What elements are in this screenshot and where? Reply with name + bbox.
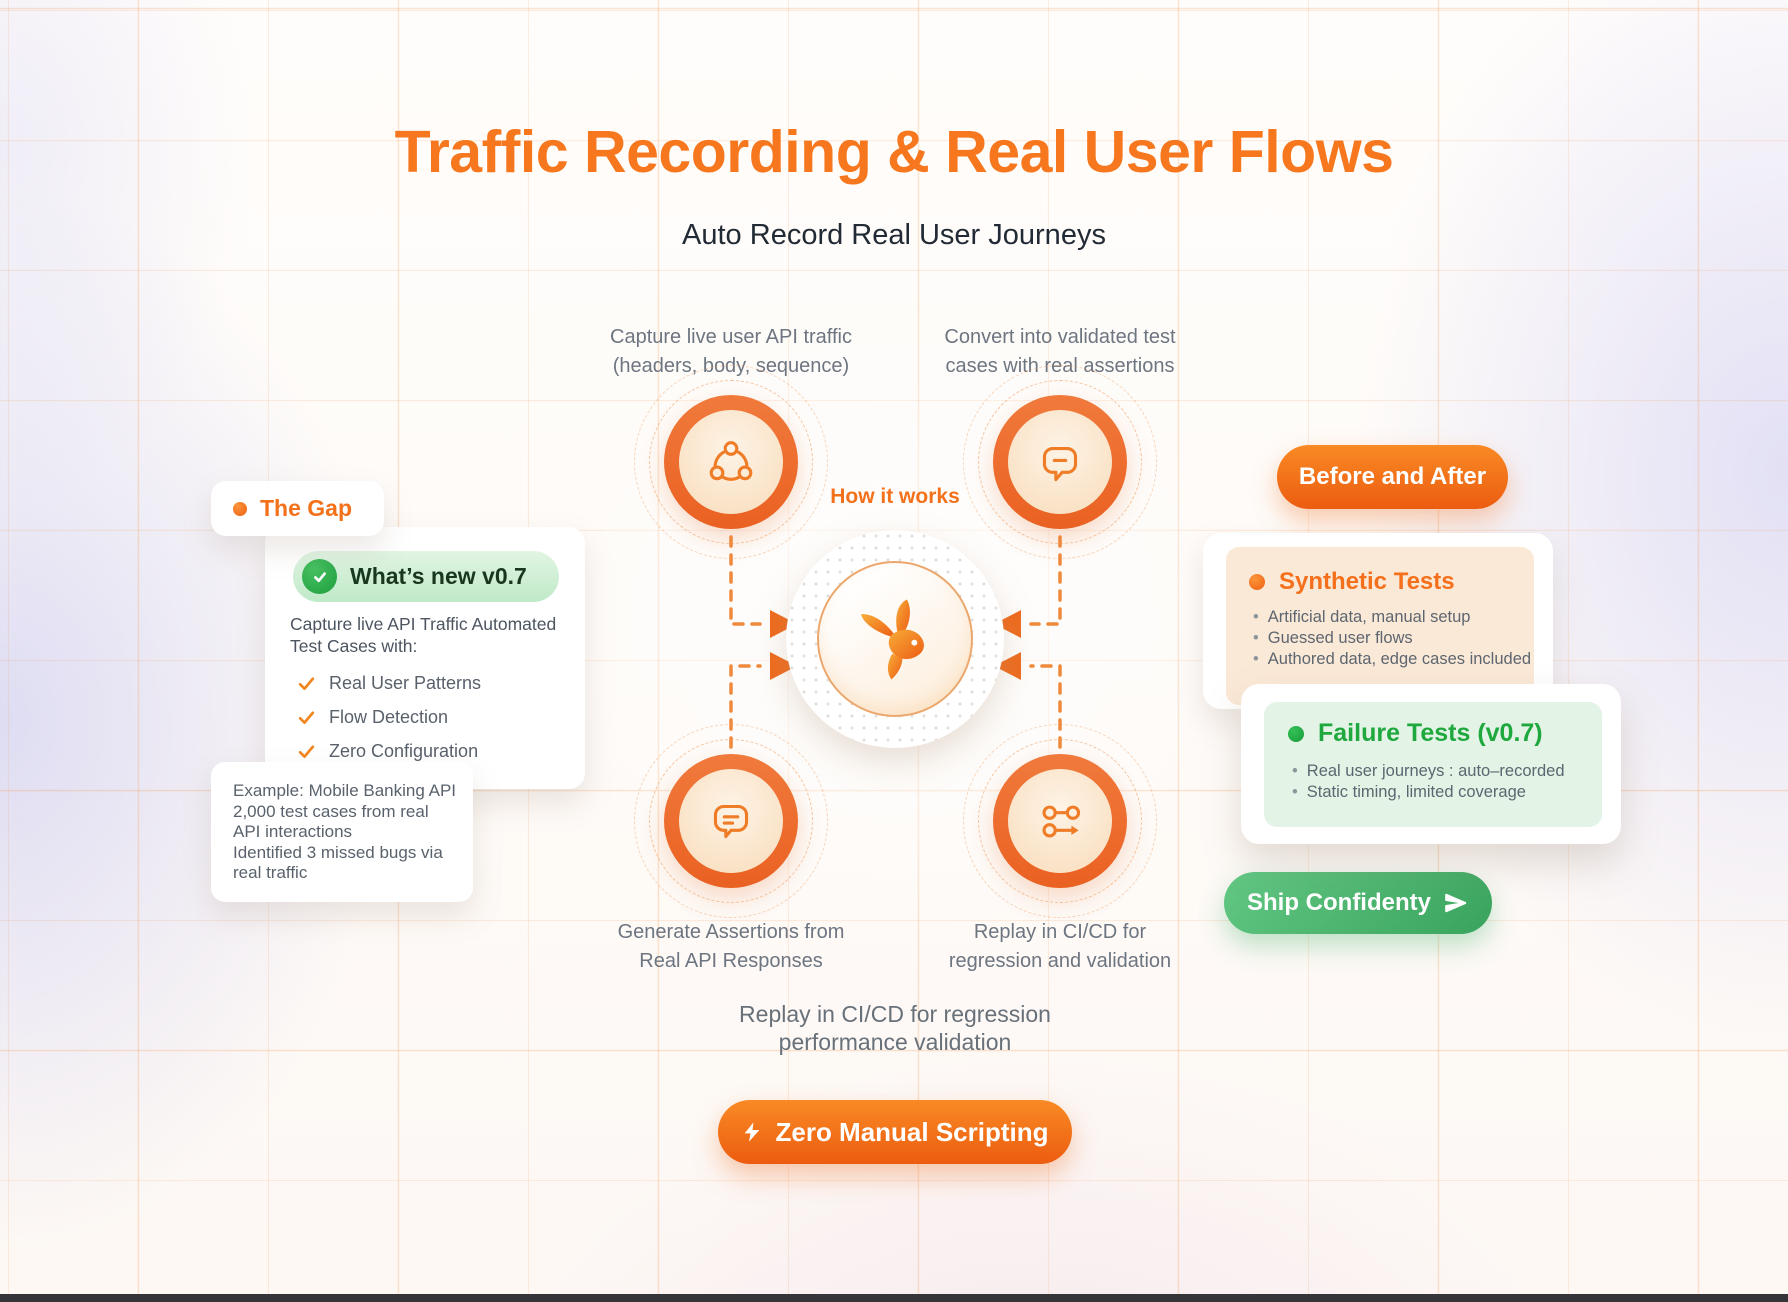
whats-new-card: What’s new v0.7 Capture live API Traffic… bbox=[265, 527, 585, 789]
bottom-edge-bar bbox=[0, 1294, 1788, 1302]
orange-check-icon bbox=[298, 711, 315, 724]
gap-intro-text: Capture live API Traffic Automated Test … bbox=[290, 614, 557, 656]
check-circle-icon bbox=[302, 559, 337, 594]
bullet-item: Authored data, edge cases included bbox=[1253, 649, 1534, 670]
replay-note: Replay in CI/CD for regression performan… bbox=[739, 1001, 1051, 1055]
network-icon bbox=[709, 441, 753, 481]
workflow-arrow-icon bbox=[1042, 805, 1081, 838]
rabbit-logo-icon bbox=[860, 599, 924, 680]
ship-confidently-label: Ship Confidenty bbox=[1247, 889, 1431, 916]
zero-manual-scripting-button[interactable]: Zero Manual Scripting bbox=[718, 1100, 1072, 1164]
capture-node bbox=[634, 365, 828, 559]
failure-tests-card: Failure Tests (v0.7) Real user journeys … bbox=[1241, 684, 1621, 844]
ship-confidently-button[interactable]: Ship Confidenty bbox=[1224, 872, 1492, 934]
synthetic-tests-card: Synthetic Tests Artificial data, manual … bbox=[1203, 533, 1553, 709]
page-title: Traffic Recording & Real User Flows bbox=[394, 119, 1394, 185]
failure-tests-bullets: Real user journeys : auto–recorded Stati… bbox=[1292, 761, 1602, 803]
page-subtitle: Auto Record Real User Journeys bbox=[682, 219, 1106, 251]
bullet-item: Artificial data, manual setup bbox=[1253, 607, 1534, 628]
the-gap-label: The Gap bbox=[260, 495, 353, 521]
whats-new-label: What’s new v0.7 bbox=[350, 563, 527, 589]
example-line: real traffic bbox=[233, 863, 308, 883]
bullet-item: Static timing, limited coverage bbox=[1292, 782, 1602, 803]
generate-node bbox=[634, 724, 828, 918]
orange-check-icon bbox=[298, 745, 315, 758]
failure-tests-title: Failure Tests (v0.7) bbox=[1318, 719, 1543, 747]
zero-manual-scripting-label: Zero Manual Scripting bbox=[775, 1116, 1049, 1147]
example-line: Identified 3 missed bugs via bbox=[233, 842, 443, 862]
lightning-bolt-icon bbox=[745, 1122, 760, 1142]
checklist-item: Real User Patterns bbox=[297, 673, 481, 694]
example-card: Example: Mobile Banking API 2,000 test c… bbox=[211, 762, 473, 902]
green-dot-icon bbox=[1288, 725, 1304, 742]
how-it-works-label: How it works bbox=[830, 485, 960, 508]
synthetic-tests-bullets: Artificial data, manual setup Guessed us… bbox=[1253, 607, 1534, 670]
gap-checklist: Real User Patterns Flow Detection Zero C… bbox=[297, 673, 481, 762]
the-gap-badge: The Gap bbox=[211, 481, 384, 536]
checklist-item: Zero Configuration bbox=[297, 741, 481, 762]
bullet-item: Real user journeys : auto–recorded bbox=[1292, 761, 1602, 782]
example-line: Example: Mobile Banking API bbox=[233, 781, 457, 800]
send-icon bbox=[1445, 893, 1467, 913]
whats-new-pill: What’s new v0.7 bbox=[293, 551, 559, 602]
chat-lines-icon bbox=[713, 804, 749, 839]
checklist-item: Flow Detection bbox=[297, 707, 481, 728]
orange-dot-icon bbox=[233, 501, 247, 516]
before-and-after-label: Before and After bbox=[1298, 463, 1487, 490]
convert-node bbox=[963, 365, 1157, 559]
orange-dot-icon bbox=[1249, 574, 1265, 590]
failure-tests-header: Failure Tests (v0.7) bbox=[1288, 719, 1602, 748]
chat-minus-icon bbox=[1042, 446, 1078, 482]
before-and-after-button[interactable]: Before and After bbox=[1277, 445, 1508, 509]
example-line: 2,000 test cases from real bbox=[233, 801, 429, 821]
orange-check-icon bbox=[298, 677, 315, 690]
replay-node bbox=[963, 724, 1157, 918]
synthetic-tests-title: Synthetic Tests bbox=[1279, 568, 1455, 595]
bullet-item: Guessed user flows bbox=[1253, 628, 1534, 649]
hub-circle bbox=[786, 530, 1004, 748]
example-line: API interactions bbox=[233, 822, 353, 842]
synthetic-tests-header: Synthetic Tests bbox=[1249, 568, 1534, 596]
